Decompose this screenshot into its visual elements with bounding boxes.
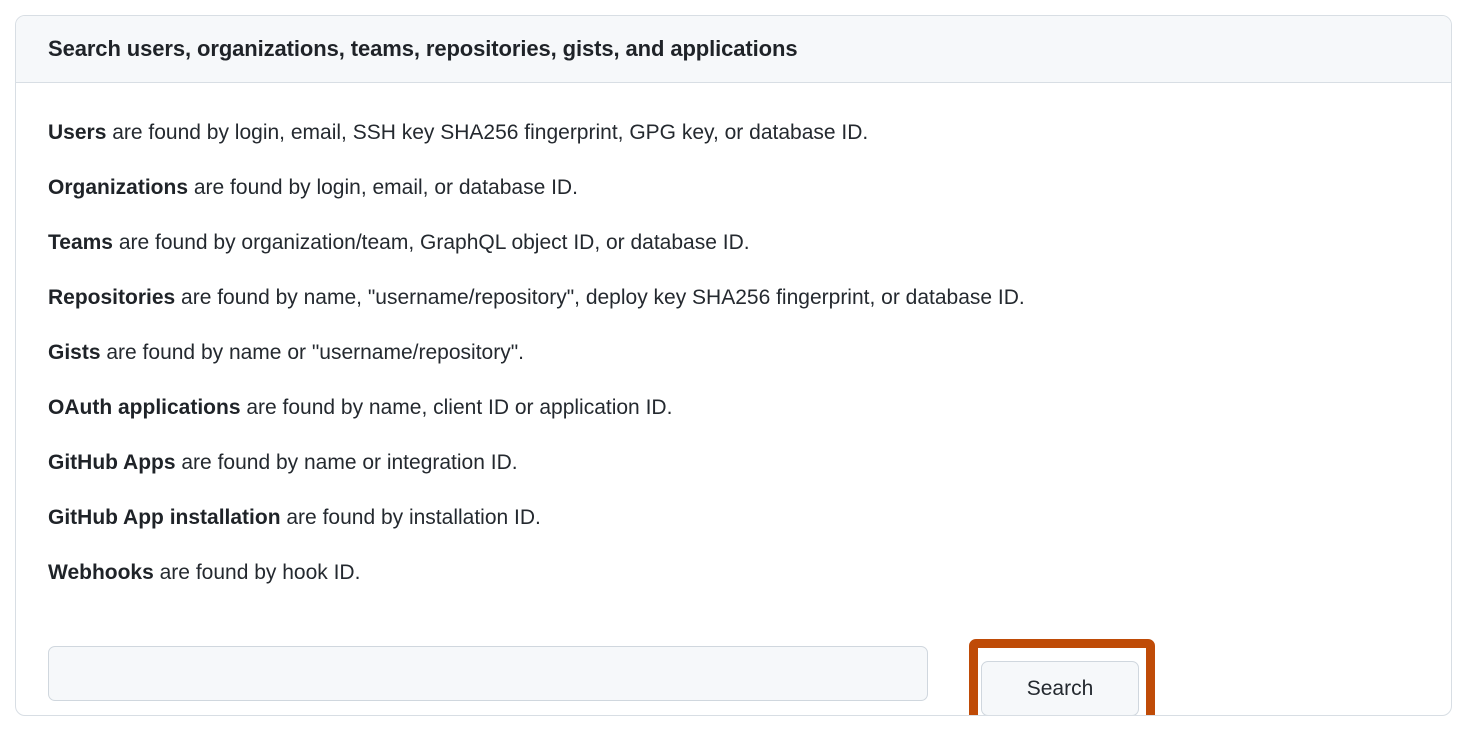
search-card: Search users, organizations, teams, repo…: [15, 15, 1452, 716]
description-list: Users are found by login, email, SSH key…: [48, 105, 1419, 600]
description-text: are found by name or "username/repositor…: [100, 341, 524, 364]
description-item-github-apps: GitHub Apps are found by name or integra…: [48, 435, 1419, 490]
description-term: Webhooks: [48, 561, 154, 584]
description-item-github-app-installation: GitHub App installation are found by ins…: [48, 490, 1419, 545]
description-text: are found by name, "username/repository"…: [175, 286, 1025, 309]
search-form: Search: [48, 625, 1419, 715]
description-term: GitHub Apps: [48, 451, 176, 474]
search-input[interactable]: [48, 645, 928, 701]
description-term: GitHub App installation: [48, 506, 281, 529]
description-term: Users: [48, 121, 107, 144]
description-item-oauth-applications: OAuth applications are found by name, cl…: [48, 380, 1419, 435]
description-text: are found by name, client ID or applicat…: [240, 396, 673, 419]
description-item-organizations: Organizations are found by login, email,…: [48, 160, 1419, 215]
description-item-teams: Teams are found by organization/team, Gr…: [48, 215, 1419, 270]
description-text: are found by organization/team, GraphQL …: [112, 231, 750, 254]
description-item-gists: Gists are found by name or "username/rep…: [48, 325, 1419, 380]
card-header: Search users, organizations, teams, repo…: [16, 16, 1451, 83]
description-text: are found by installation ID.: [280, 506, 541, 529]
description-term: OAuth applications: [48, 396, 241, 419]
description-term: Teams: [48, 231, 113, 254]
page-title: Search users, organizations, teams, repo…: [48, 35, 798, 61]
card-body: Users are found by login, email, SSH key…: [16, 83, 1451, 715]
description-term: Organizations: [48, 176, 189, 199]
description-text: are found by hook ID.: [153, 561, 361, 584]
description-text: are found by login, email, or database I…: [188, 176, 578, 199]
description-item-webhooks: Webhooks are found by hook ID.: [48, 545, 1419, 600]
search-button[interactable]: Search: [981, 661, 1139, 715]
description-text: are found by login, email, SSH key SHA25…: [106, 121, 869, 144]
description-text: are found by name or integration ID.: [175, 451, 518, 474]
description-item-users: Users are found by login, email, SSH key…: [48, 105, 1419, 160]
description-term: Gists: [48, 341, 101, 364]
description-term: Repositories: [48, 286, 176, 309]
description-item-repositories: Repositories are found by name, "usernam…: [48, 270, 1419, 325]
